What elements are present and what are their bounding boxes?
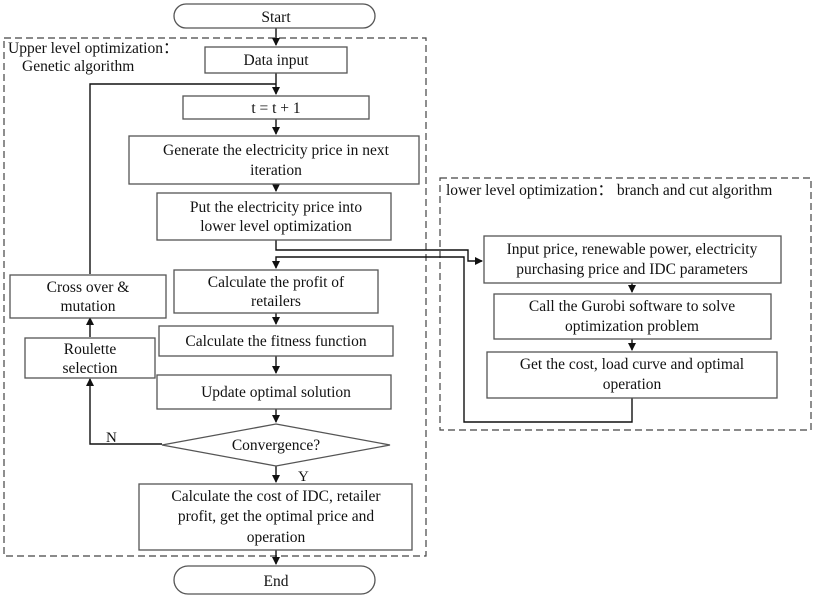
data-input-box: [204, 46, 348, 74]
connectors: [86, 28, 636, 565]
final-result-box: [138, 483, 413, 551]
upper-region-label-line2: Genetic algorithm: [22, 58, 134, 75]
put-price-box: [156, 192, 392, 241]
gurobi-box: [493, 293, 772, 340]
branch-yes-label: Y: [298, 469, 309, 485]
final-result-line3: operation: [247, 529, 306, 546]
convergence-decision: [161, 423, 391, 467]
generate-price-line1: Generate the electricity price in next: [163, 142, 390, 159]
t-update-label: t = t + 1: [251, 100, 300, 117]
lower-region-label: lower level optimization： branch and cut…: [446, 182, 772, 199]
final-result-line2: profit, get the optimal price and: [178, 508, 375, 525]
lower-level-region: [439, 177, 812, 431]
crossover-line2: mutation: [60, 298, 115, 315]
end-label: End: [264, 573, 289, 590]
roulette-box: [24, 337, 156, 379]
calc-fitness-label: Calculate the fitness function: [185, 333, 366, 350]
input-price-box: [483, 235, 782, 284]
crossover-line1: Cross over &: [47, 279, 130, 296]
gurobi-line1: Call the Gurobi software to solve: [529, 298, 735, 315]
start-label: Start: [261, 9, 291, 26]
calc-profit-box: [173, 269, 379, 314]
upper-region-label-line1: Upper level optimization：: [8, 40, 178, 57]
crossover-box: [9, 274, 167, 319]
end-terminal: [173, 565, 376, 595]
update-optimal-label: Update optimal solution: [201, 384, 351, 401]
input-price-line2: purchasing price and IDC parameters: [516, 261, 748, 278]
calc-fitness-box: [158, 325, 394, 357]
start-terminal: [173, 3, 376, 29]
t-update-box: [182, 95, 370, 120]
get-cost-box: [486, 351, 778, 399]
calc-profit-line2: retailers: [251, 293, 301, 310]
calc-profit-line1: Calculate the profit of: [208, 274, 345, 291]
roulette-line2: selection: [62, 360, 117, 377]
roulette-line1: Roulette: [64, 341, 117, 358]
put-price-line2: lower level optimization: [200, 218, 352, 235]
convergence-label: Convergence?: [232, 437, 320, 454]
update-optimal-box: [156, 374, 392, 410]
generate-price-box: [128, 135, 420, 185]
data-input-label: Data input: [244, 52, 310, 69]
gurobi-line2: optimization problem: [565, 318, 699, 335]
generate-price-line2: iteration: [250, 162, 302, 179]
get-cost-line1: Get the cost, load curve and optimal: [520, 356, 744, 373]
get-cost-line2: operation: [603, 376, 662, 393]
input-price-line1: Input price, renewable power, electricit…: [507, 241, 758, 258]
put-price-line1: Put the electricity price into: [190, 199, 362, 216]
branch-no-label: N: [106, 430, 117, 446]
upper-level-region: [3, 37, 427, 557]
final-result-line1: Calculate the cost of IDC, retailer: [171, 488, 381, 505]
